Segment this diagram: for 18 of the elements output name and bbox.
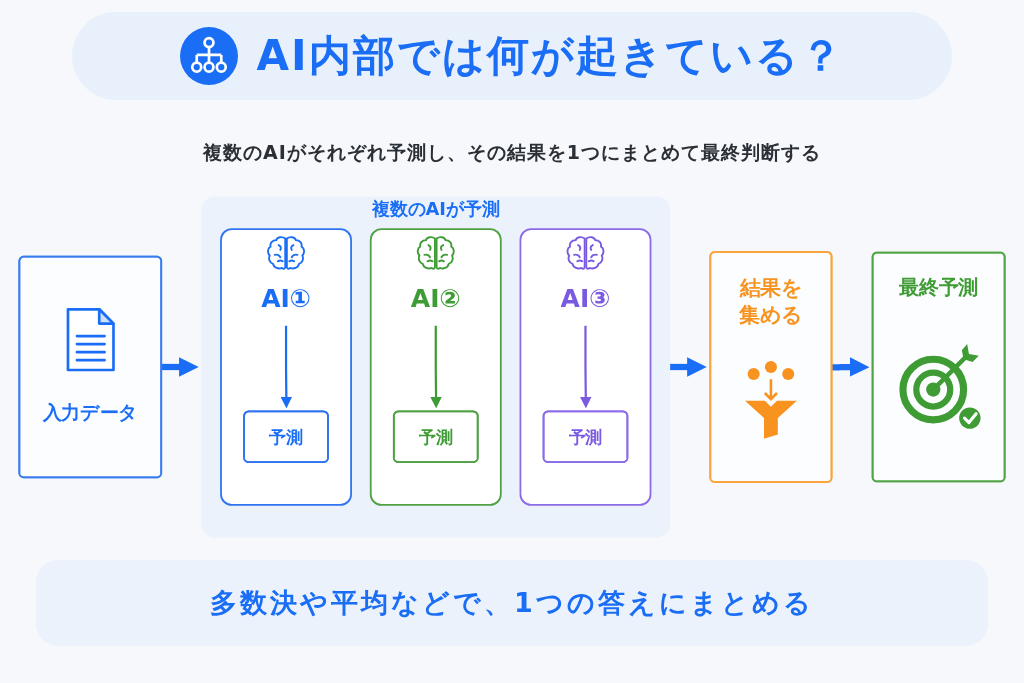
input-box: 入力データ xyxy=(18,255,163,479)
note-text: 多数決や平均などで、1つの答えにまとめる xyxy=(210,586,814,620)
arrow xyxy=(430,325,442,409)
arrow xyxy=(161,357,199,377)
arrow xyxy=(669,357,707,377)
model-label: AI① xyxy=(261,283,311,313)
prediction-box: 予測 xyxy=(392,410,479,463)
arrow xyxy=(831,357,870,377)
title-text: AI内部では何が起きている？ xyxy=(256,30,844,82)
subtitle-text: 複数のAIがそれぞれ予測し、その結果を1つにまとめて最終判断する xyxy=(203,141,821,163)
process-box: 結果を集める xyxy=(709,251,833,483)
result-box: 最終予測 xyxy=(871,251,1006,483)
prediction-box: 予測 xyxy=(243,410,329,463)
arrow xyxy=(280,325,293,409)
prediction-box: 予測 xyxy=(542,410,629,463)
model-label: AI③ xyxy=(560,283,611,313)
model-label: AI② xyxy=(410,283,461,313)
arrow xyxy=(579,325,592,409)
